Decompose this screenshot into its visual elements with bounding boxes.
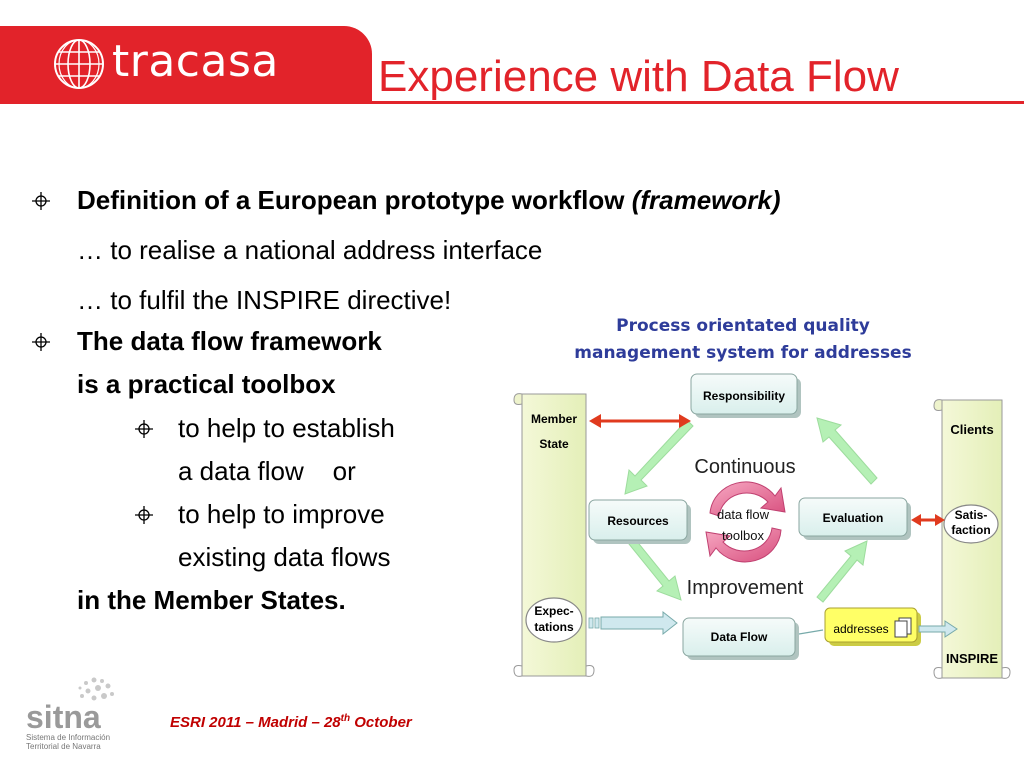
bullet2-sub-a-line2: a data flow or [178, 456, 356, 486]
toolbox-line2: toolbox [722, 528, 764, 543]
bullet2-line1: The data flow framework [77, 326, 382, 356]
arrow-evaluation-to-responsibility [816, 417, 878, 485]
bullet1-sub2: … to fulfil the INSPIRE directive! [77, 285, 452, 315]
bullet1-italic: (framework) [631, 185, 781, 215]
crosshair-bullet-icon [32, 333, 50, 351]
evaluation-satisfaction-double-arrow [911, 514, 945, 526]
addresses-label: addresses [833, 622, 888, 636]
cycle-icon [705, 481, 786, 563]
improvement-label: Improvement [687, 577, 804, 599]
responsibility-label: Responsibility [703, 389, 785, 403]
footer-suffix: October [350, 714, 412, 731]
inspire-label: INSPIRE [946, 651, 998, 666]
continuous-label: Continuous [694, 456, 795, 478]
tracasa-logo-text: tracasa [112, 36, 279, 87]
diagram-title-line2: management system for addresses [574, 343, 911, 363]
bullet1-main-text: Definition of a European prototype workf… [77, 185, 625, 215]
resources-box [588, 499, 691, 544]
sitna-subtitle-line1: Sistema de Información [26, 733, 110, 742]
bullet2-sub-a-line1: to help to establish [178, 413, 395, 443]
sitna-logo: sitna Sistema de Información Territorial… [26, 677, 114, 751]
crosshair-bullet-icon [135, 506, 153, 524]
globe-logo-icon [54, 39, 104, 89]
expectations-line2: tations [534, 620, 574, 634]
satisfaction-line2: faction [951, 523, 990, 537]
responsibility-box [690, 373, 801, 418]
slide-title: Experience with Data Flow [378, 52, 899, 101]
expectations-line1: Expec- [534, 604, 573, 618]
footer-event: ESRI 2011 – Madrid – 28 [170, 714, 341, 731]
bullet2-closing: in the Member States. [77, 585, 346, 615]
member-responsibility-double-arrow [589, 414, 691, 428]
toolbox-line1: data flow [717, 507, 770, 522]
header-divider [0, 101, 1024, 104]
clients-label: Clients [950, 422, 993, 437]
data-flow-label: Data Flow [711, 630, 768, 644]
bullet1-main: Definition of a European prototype workf… [77, 185, 781, 216]
dot-pattern-icon [78, 677, 114, 701]
member-label-line1: Member [531, 412, 577, 426]
diagram-title-line1: Process orientated quality [616, 316, 870, 336]
footer-superscript: th [340, 713, 351, 724]
satisfaction-line1: Satis- [955, 508, 988, 522]
expectations-oval [525, 597, 583, 643]
evaluation-label: Evaluation [823, 511, 884, 525]
resources-label: Resources [607, 514, 669, 528]
evaluation-box [798, 497, 911, 540]
bullet2-sub-b-line1: to help to improve [178, 499, 385, 529]
addresses-to-inspire-arrow [918, 620, 958, 638]
cycle-arrows [624, 417, 878, 603]
crosshair-bullet-icon [135, 420, 153, 438]
expectations-to-dataflow-arrow [588, 610, 678, 636]
bullet1-sub1: … to realise a national address interfac… [77, 235, 543, 265]
crosshair-bullet-icon [32, 192, 50, 210]
footer-event-text: ESRI 2011 – Madrid – 28th October [170, 713, 412, 731]
bullet2-line2: is a practical toolbox [77, 369, 336, 399]
arrow-dataflow-to-evaluation [816, 540, 868, 603]
member-label-line2: State [539, 437, 569, 451]
arrow-responsibility-to-resources [624, 419, 694, 495]
satisfaction-oval [943, 504, 999, 544]
sitna-logo-text: sitna [26, 699, 101, 735]
sitna-subtitle-line2: Territorial de Navarra [26, 742, 101, 751]
data-flow-box [682, 617, 799, 660]
quality-process-diagram: Process orientated quality management sy… [513, 316, 1011, 679]
bullet2-sub-b-line2: existing data flows [178, 542, 391, 572]
document-stack-icon [894, 617, 912, 638]
arrow-resources-to-dataflow [628, 538, 682, 601]
dataflow-addresses-connector [798, 629, 824, 635]
